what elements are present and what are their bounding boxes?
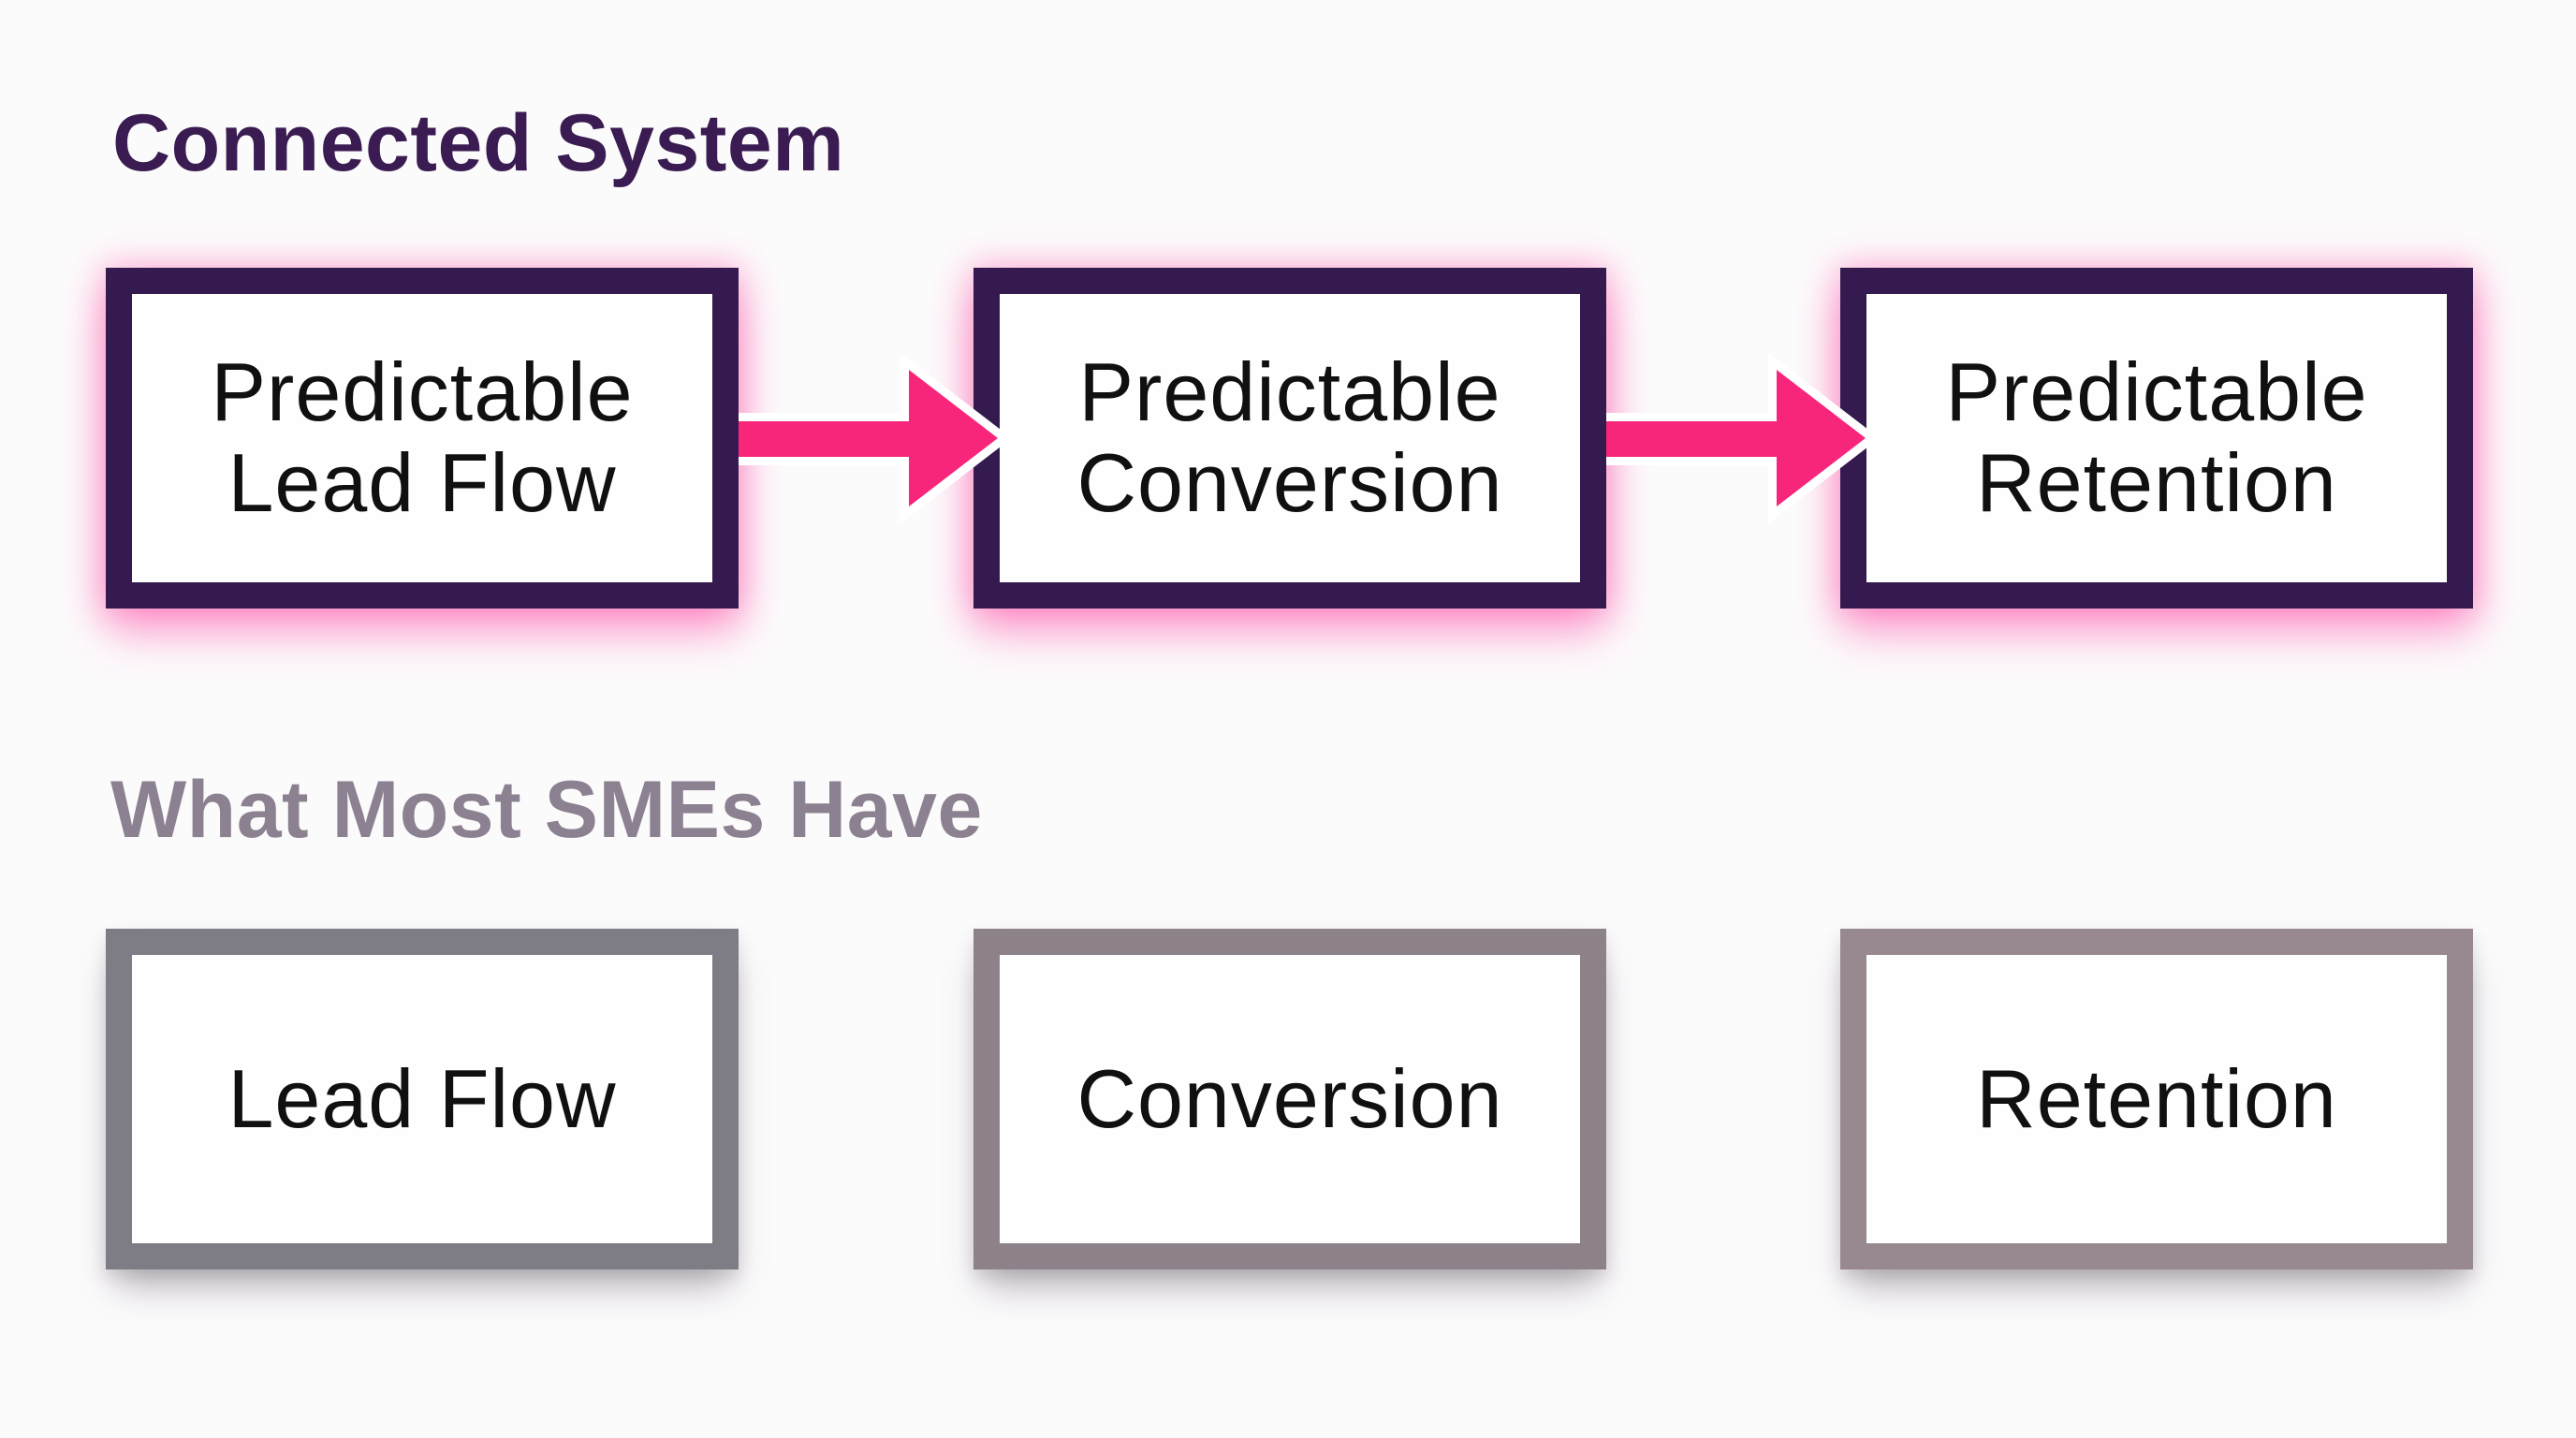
connected-box-retention: Predictable Retention	[1840, 268, 2473, 609]
arrow-right-icon	[1606, 352, 1880, 524]
sme-box-lead-flow: Lead Flow	[106, 929, 739, 1269]
box-label-line: Conversion	[1076, 436, 1503, 529]
box-label: Lead Flow	[227, 1051, 617, 1145]
sme-box-conversion: Conversion	[973, 929, 1606, 1269]
connected-system-heading: Connected System	[112, 98, 845, 188]
box-label-line: Retention	[1976, 436, 2337, 529]
box-label: Retention	[1976, 1051, 2337, 1145]
sme-heading: What Most SMEs Have	[110, 765, 983, 855]
box-label-line: Predictable	[211, 345, 634, 439]
box-label-line: Predictable	[1945, 345, 2368, 439]
box-label-line: Conversion	[1076, 1051, 1503, 1145]
connected-box-conversion: Predictable Conversion	[973, 268, 1606, 609]
box-label-line: Lead Flow	[227, 1051, 617, 1145]
box-label: Predictable Lead Flow	[211, 345, 634, 529]
sme-box-retention: Retention	[1840, 929, 2473, 1269]
box-label: Predictable Retention	[1945, 345, 2368, 529]
box-label-line: Predictable	[1078, 345, 1501, 439]
box-label-line: Lead Flow	[227, 436, 617, 529]
arrow-right-icon	[739, 352, 1012, 524]
box-label: Conversion	[1076, 1051, 1503, 1145]
connected-box-lead-flow: Predictable Lead Flow	[106, 268, 739, 609]
box-label-line: Retention	[1976, 1051, 2337, 1145]
box-label: Predictable Conversion	[1076, 345, 1503, 529]
